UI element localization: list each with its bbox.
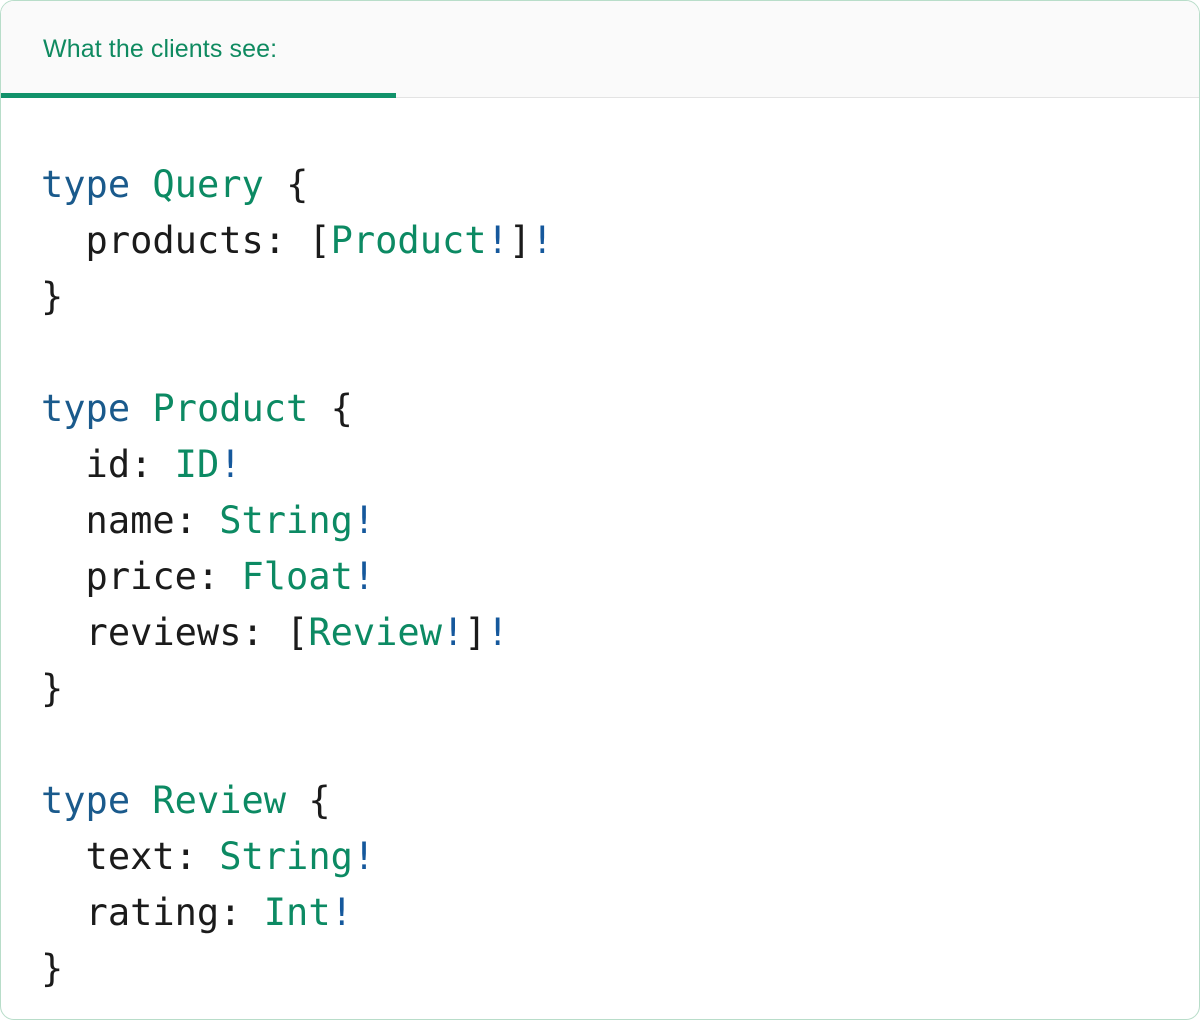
code-line: price: Float!: [41, 549, 1199, 605]
code-line: [41, 717, 1199, 773]
code-token-punc: :: [219, 891, 264, 934]
code-token-punc: {: [286, 163, 309, 206]
code-token-punc: ]: [464, 611, 487, 654]
code-token-bang: !: [219, 443, 242, 486]
code-token-bang: !: [352, 499, 376, 542]
code-token-punc: [: [308, 219, 331, 262]
code-line: reviews: [Review!]!: [41, 605, 1199, 661]
code-line: type Review {: [41, 773, 1199, 829]
code-token-bang: !: [352, 555, 376, 598]
code-token-punc: [308, 387, 330, 430]
code-area: type Query { products: [Product!]!}type …: [1, 98, 1199, 997]
code-token-punc: :: [263, 219, 309, 262]
code-token-punc: [130, 779, 152, 822]
code-token-field: price: [41, 555, 197, 598]
code-line: type Product {: [41, 381, 1199, 437]
code-token-punc: :: [174, 499, 220, 542]
code-line: text: String!: [41, 829, 1199, 885]
code-token-punc: [264, 163, 286, 206]
code-line: name: String!: [41, 493, 1199, 549]
code-token-bang: !: [531, 219, 554, 262]
graphql-schema-code[interactable]: type Query { products: [Product!]!}type …: [41, 157, 1199, 997]
code-token-bang: !: [330, 891, 353, 934]
code-token-kw: type: [41, 163, 131, 206]
code-token-type: Product: [330, 219, 487, 262]
tab-what-the-clients-see[interactable]: What the clients see:: [1, 1, 396, 97]
code-token-type: String: [219, 499, 353, 542]
code-token-field: products: [41, 219, 264, 262]
code-line: }: [41, 941, 1199, 997]
code-token-field: reviews: [41, 611, 242, 654]
code-line: id: ID!: [41, 437, 1199, 493]
code-token-bang: !: [441, 611, 465, 654]
code-token-punc: [: [286, 611, 309, 654]
code-token-punc: ]: [508, 219, 532, 262]
code-token-type: Review: [308, 611, 442, 654]
code-token-punc: :: [241, 611, 287, 654]
code-token-punc: [286, 779, 308, 822]
code-token-bang: !: [352, 835, 376, 878]
code-token-punc: :: [174, 835, 220, 878]
code-token-bang: !: [486, 219, 509, 262]
code-token-bang: !: [486, 611, 509, 654]
code-token-type: Review: [152, 779, 287, 822]
code-token-type: Product: [152, 387, 309, 430]
code-line: [41, 325, 1199, 381]
code-token-punc: {: [330, 387, 353, 430]
code-token-field: text: [41, 835, 175, 878]
code-token-type: Query: [152, 163, 264, 206]
code-line: rating: Int!: [41, 885, 1199, 941]
code-token-field: rating: [41, 891, 220, 934]
code-token-field: id: [41, 443, 131, 486]
code-token-type: Float: [241, 555, 353, 598]
code-token-type: String: [219, 835, 353, 878]
code-token-kw: type: [41, 779, 131, 822]
code-token-punc: [130, 163, 152, 206]
code-token-punc: :: [196, 555, 242, 598]
tab-active-underline: [1, 93, 396, 98]
code-line: products: [Product!]!: [41, 213, 1199, 269]
code-token-field: name: [41, 499, 175, 542]
code-token-kw: type: [41, 387, 131, 430]
code-token-type: ID: [174, 443, 220, 486]
tab-strip: What the clients see:: [1, 1, 1199, 98]
code-line: type Query {: [41, 157, 1199, 213]
code-line: }: [41, 661, 1199, 717]
code-line: }: [41, 269, 1199, 325]
code-token-punc: }: [41, 667, 64, 710]
code-token-punc: {: [308, 779, 331, 822]
tab-label: What the clients see:: [43, 34, 278, 63]
code-token-punc: [130, 387, 152, 430]
code-token-type: Int: [263, 891, 331, 934]
code-token-punc: }: [41, 947, 64, 990]
code-token-punc: :: [130, 443, 175, 486]
code-token-punc: }: [41, 275, 64, 318]
